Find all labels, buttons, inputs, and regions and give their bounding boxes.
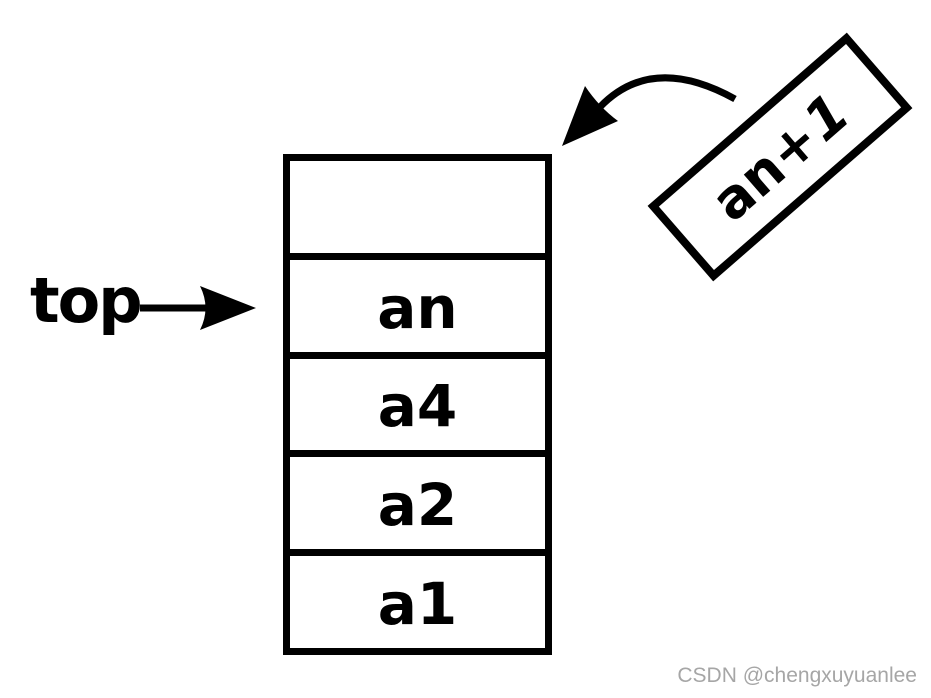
stack-cell-label: a1 (377, 570, 458, 639)
watermark: CSDN @chengxuyuanlee (677, 664, 917, 687)
stack-cell-a1: a1 (290, 556, 545, 648)
top-arrow-head (200, 286, 256, 330)
stack-cell-a4: a4 (290, 359, 545, 458)
stack-cell-a2: a2 (290, 457, 545, 557)
top-pointer-label: top (30, 264, 143, 337)
push-arrow-head (562, 86, 618, 146)
stack-cell-label: an (377, 273, 458, 342)
top-pointer-arrow (140, 286, 256, 330)
stack-cell-empty (290, 161, 545, 260)
stack-cell-an: an (290, 260, 545, 359)
stack-cell-label: a4 (377, 372, 458, 441)
push-arrow-curve (597, 74, 737, 110)
stack-container: an a4 a2 a1 (283, 154, 552, 655)
push-curved-arrow (562, 74, 737, 146)
stack-cell-label: a2 (377, 471, 458, 540)
